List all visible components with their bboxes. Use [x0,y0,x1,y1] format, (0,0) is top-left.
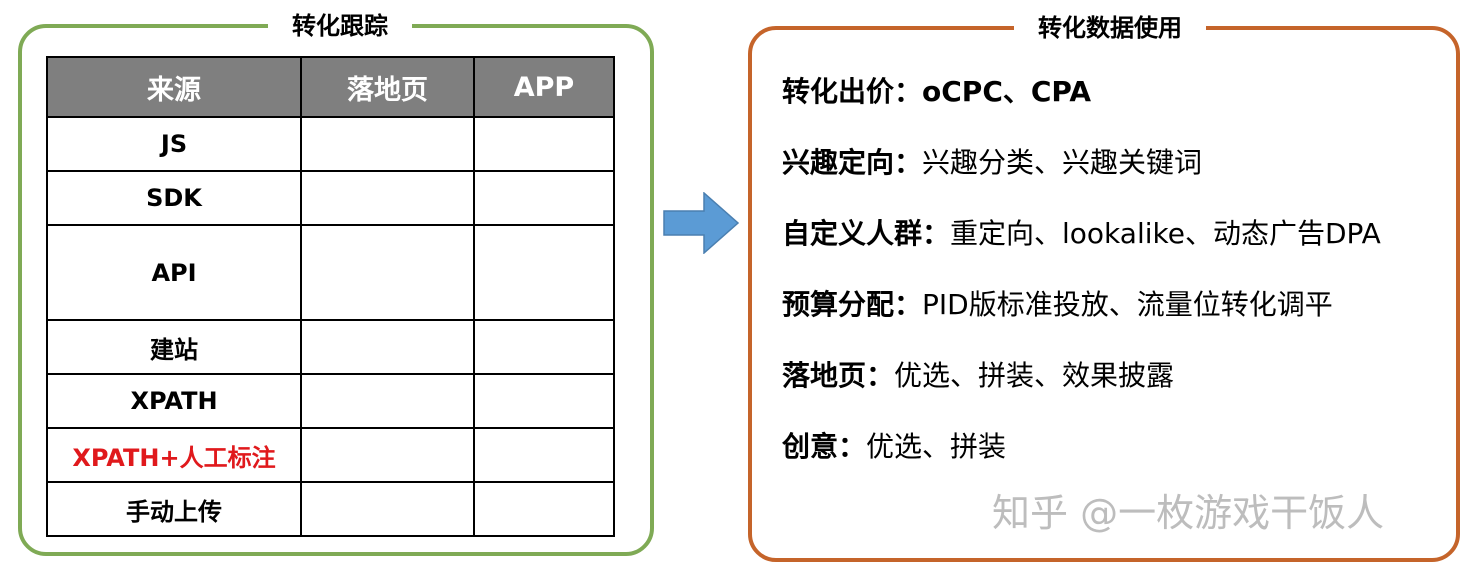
item-label: 兴趣定向： [782,146,923,179]
item-value: 优选、拼装 [866,430,1007,463]
table-row: JS [46,116,615,172]
app-cell [473,319,615,375]
landing-cell [300,319,475,375]
table-row: 手动上传 [46,481,615,537]
conversion-data-usage-title: 转化数据使用 [1014,13,1206,43]
item-value: 兴趣分类、兴趣关键词 [922,146,1203,179]
source-cell-highlighted: XPATH+人工标注 [46,427,302,483]
landing-cell [300,116,475,172]
app-cell [473,427,615,483]
header-landing-page: 落地页 [300,56,475,118]
app-cell [473,373,615,429]
app-cell [473,224,615,321]
table-row: API [46,224,615,321]
watermark-text: 知乎 @一枚游戏干饭人 [992,491,1385,535]
item-label: 预算分配： [782,288,923,321]
table-row: XPATH [46,373,615,429]
list-item: 兴趣定向：兴趣分类、兴趣关键词 [782,141,1381,212]
landing-cell [300,427,475,483]
source-cell: JS [46,116,302,172]
table-row: 建站 [46,319,615,375]
item-label: 转化出价： [782,75,923,108]
conversion-data-usage-panel: 转化数据使用 转化出价：oCPC、CPA 兴趣定向：兴趣分类、兴趣关键词 自定义… [748,13,1460,562]
app-cell [473,116,615,172]
list-item: 创意：优选、拼装 [782,425,1381,496]
app-cell [473,170,615,226]
list-item: 落地页：优选、拼装、效果披露 [782,354,1381,425]
landing-cell [300,373,475,429]
item-label: 创意： [782,430,867,463]
source-cell: API [46,224,302,321]
app-cell [473,481,615,537]
list-item: 预算分配：PID版标准投放、流量位转化调平 [782,283,1381,354]
source-cell: XPATH [46,373,302,429]
landing-cell [300,170,475,226]
table-row: SDK [46,170,615,226]
source-table: 来源 落地页 APP JS SDK API 建站 [46,56,615,537]
item-value: 优选、拼装、效果披露 [894,359,1175,392]
right-arrow-icon [663,192,739,254]
item-label: 落地页： [782,359,895,392]
item-value: PID版标准投放、流量位转化调平 [922,288,1333,321]
list-item: 自定义人群：重定向、lookalike、动态广告DPA [782,212,1381,283]
landing-cell [300,224,475,321]
list-item: 转化出价：oCPC、CPA [782,70,1381,141]
item-label: 自定义人群： [782,217,951,250]
conversion-tracking-title: 转化跟踪 [268,11,412,41]
source-cell: SDK [46,170,302,226]
item-value: oCPC、CPA [922,75,1092,108]
table-row: XPATH+人工标注 [46,427,615,483]
conversion-tracking-panel: 转化跟踪 来源 落地页 APP JS SDK API [18,11,654,556]
usage-list: 转化出价：oCPC、CPA 兴趣定向：兴趣分类、兴趣关键词 自定义人群：重定向、… [782,70,1381,496]
header-source: 来源 [46,56,302,118]
source-cell: 手动上传 [46,481,302,537]
header-app: APP [473,56,615,118]
source-cell: 建站 [46,319,302,375]
item-value: 重定向、lookalike、动态广告DPA [950,217,1381,250]
table-header-row: 来源 落地页 APP [46,56,615,118]
landing-cell [300,481,475,537]
